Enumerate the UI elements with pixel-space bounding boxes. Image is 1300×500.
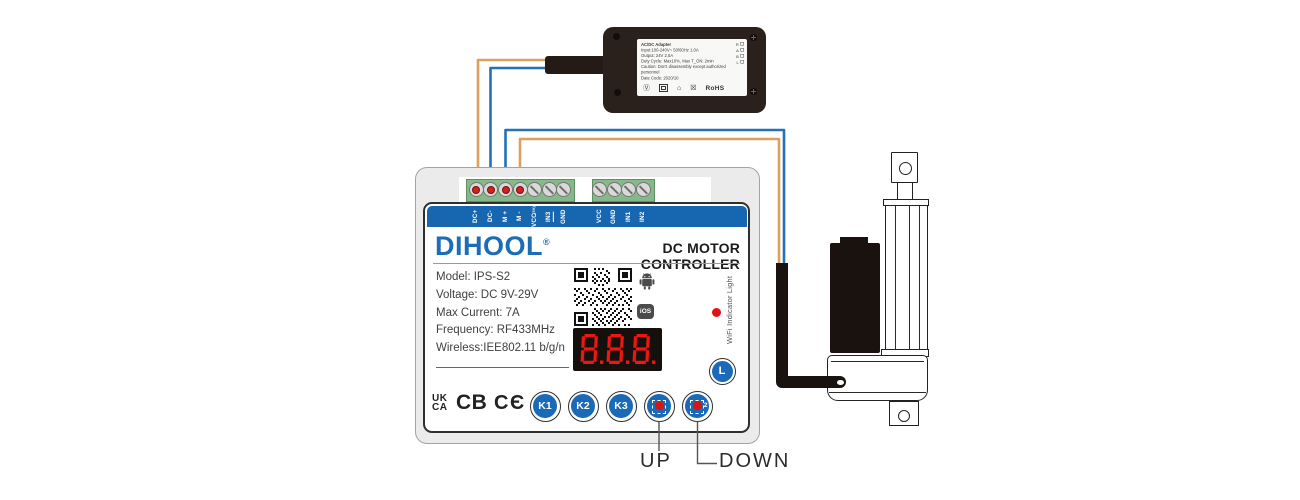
terminal-in2[interactable] bbox=[635, 182, 651, 197]
tube-line bbox=[909, 206, 910, 350]
down-button[interactable]: 2 bbox=[681, 390, 713, 422]
actuator-bottom-mount bbox=[889, 401, 919, 426]
terminal-gnd[interactable] bbox=[556, 182, 571, 197]
adapter-dc-connector bbox=[545, 56, 607, 74]
focus-bracket-icon bbox=[690, 399, 704, 414]
down-annotation: DOWN bbox=[719, 450, 791, 472]
red-dot-marker bbox=[654, 401, 664, 410]
terminal-vcc2[interactable] bbox=[592, 182, 607, 197]
gearbox-line bbox=[829, 392, 926, 393]
terminal-dc-minus[interactable] bbox=[483, 182, 498, 197]
k1-button[interactable]: K1 bbox=[529, 390, 561, 422]
dc-plus-wire bbox=[476, 58, 550, 188]
seven-segment-display bbox=[573, 328, 662, 371]
focus-bracket-icon bbox=[652, 399, 666, 414]
adapter-screw-icon bbox=[614, 89, 621, 96]
learn-button[interactable]: L bbox=[708, 357, 736, 385]
terminal-label: VCC(5V) bbox=[530, 205, 538, 228]
motor-minus-wire bbox=[518, 137, 781, 268]
cb-mark: CB bbox=[456, 391, 488, 414]
adapter-input-spec: Input:100-240V~ 50/60Hz 1.0A bbox=[641, 47, 699, 53]
spec-model: Model: IPS-S2 bbox=[436, 271, 511, 283]
terminal-in1[interactable] bbox=[621, 182, 636, 197]
wifi-indicator-led bbox=[711, 307, 721, 317]
terminal-label: IN3 bbox=[544, 211, 552, 222]
spec-current: Max Current: 7A bbox=[436, 306, 520, 319]
terminal-m-plus[interactable] bbox=[498, 182, 513, 197]
spec-underline bbox=[436, 367, 569, 368]
ce-mark: CЄ bbox=[494, 392, 526, 414]
up-annotation: UP bbox=[640, 450, 672, 472]
terminal-label: DC- bbox=[486, 210, 494, 223]
indoor-use-icon: ⌂ bbox=[677, 84, 682, 92]
actuator-motor bbox=[830, 243, 880, 353]
terminal-label: GND bbox=[609, 209, 617, 224]
class2-voltage-icon: Ⓥ bbox=[643, 85, 650, 92]
android-icon bbox=[639, 273, 655, 290]
adapter-duty-spec: Duty Cycle: Max10%, Max T_ON: 2min bbox=[641, 58, 714, 64]
terminal-label-bar bbox=[426, 205, 747, 227]
terminal-label: M + bbox=[501, 210, 509, 223]
adapter-title: AC/DC Adapter bbox=[641, 42, 672, 47]
registered-mark: ® bbox=[543, 237, 551, 247]
spec-wireless: Wireless:IEE802.11 b/g/n bbox=[436, 342, 565, 355]
actuator-outer-tube bbox=[885, 205, 928, 351]
adapter-screw-icon bbox=[750, 34, 757, 41]
adapter-check-marks: R A B L bbox=[736, 42, 744, 66]
terminal-label: DC+ bbox=[471, 209, 479, 224]
actuator-rod-neck bbox=[897, 182, 913, 200]
terminal-in3[interactable] bbox=[541, 182, 557, 197]
cable-entry bbox=[826, 376, 846, 388]
adapter-output-spec: Output: 24V 2.5A bbox=[641, 53, 674, 59]
terminal-label: M - bbox=[515, 211, 523, 222]
terminal-label: VCC bbox=[595, 209, 603, 224]
red-dot-marker bbox=[692, 401, 702, 410]
tube-line bbox=[919, 206, 920, 350]
cable-entry-notch bbox=[836, 379, 844, 385]
k3-button[interactable]: K3 bbox=[605, 390, 637, 422]
header-divider bbox=[433, 263, 740, 264]
qr-code bbox=[574, 268, 632, 326]
terminal-label: IN2 bbox=[638, 211, 646, 222]
adapter-screw-icon bbox=[613, 33, 620, 40]
terminal-dc-plus[interactable] bbox=[468, 182, 484, 197]
wifi-indicator-label: WiFi Indicator Light bbox=[725, 275, 734, 345]
spec-voltage: Voltage: DC 9V-29V bbox=[436, 288, 539, 301]
clevis-hole bbox=[898, 161, 912, 175]
k2-button[interactable]: K2 bbox=[567, 390, 599, 422]
dc-minus-wire bbox=[489, 66, 550, 188]
rohs-mark: RoHS bbox=[705, 84, 725, 92]
actuator-cable bbox=[776, 263, 843, 388]
motor-plus-wire bbox=[504, 128, 786, 268]
ios-badge: iOS bbox=[637, 304, 654, 319]
product-title: DC MOTOR CONTROLLER bbox=[640, 240, 740, 272]
tube-line bbox=[895, 206, 896, 350]
motor-cap bbox=[840, 237, 868, 244]
spec-frequency: Frequency: RF433MHz bbox=[436, 324, 555, 337]
weee-bin-icon: ☒ bbox=[690, 85, 697, 92]
spec-list: Model: IPS-S2 Voltage: DC 9V-29V Max Cur… bbox=[436, 269, 565, 358]
terminal-vcc[interactable] bbox=[527, 182, 542, 197]
adapter-caution: Caution: Don't disassembly except author… bbox=[641, 64, 726, 75]
adapter-spec-label: AC/DC Adapter Input:100-240V~ 50/60Hz 1.… bbox=[637, 39, 747, 96]
double-insulation-icon bbox=[659, 84, 668, 92]
terminal-label: GND bbox=[559, 209, 567, 224]
bottom-mount-hole bbox=[897, 409, 910, 422]
up-button[interactable] bbox=[643, 390, 675, 422]
adapter-screw-icon bbox=[750, 88, 757, 95]
brand-logo: DIHOOL® bbox=[435, 231, 551, 261]
terminal-label: IN1 bbox=[624, 211, 632, 222]
terminal-m-minus[interactable] bbox=[512, 182, 528, 197]
terminal-gnd2[interactable] bbox=[606, 182, 622, 197]
adapter-date-code: Date Code: 2020/10 bbox=[641, 75, 679, 81]
gearbox-line bbox=[831, 361, 924, 362]
